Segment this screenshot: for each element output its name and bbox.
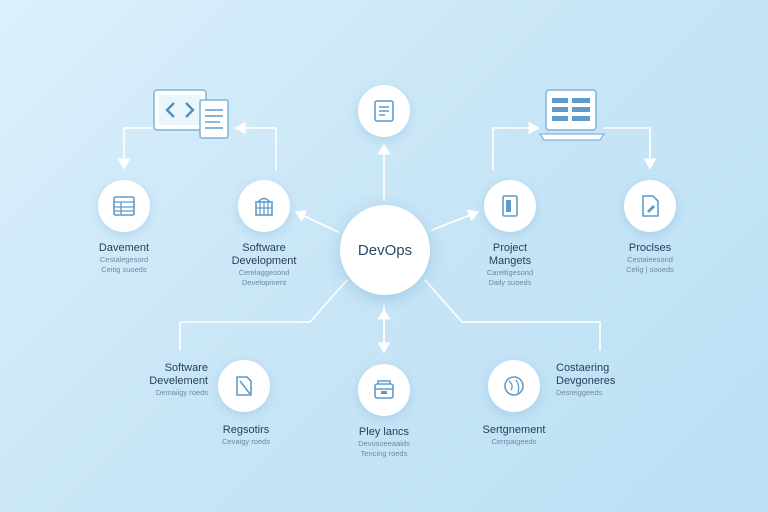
connector-hub-n4: [431, 209, 480, 231]
node-software-develement[interactable]: [218, 360, 270, 412]
label-costaering: Costaering Devgoneres Desreiggeeds: [556, 362, 616, 397]
node-software-development[interactable]: [238, 180, 290, 232]
node-project-mangets[interactable]: [484, 180, 536, 232]
laptop-list-icon: [538, 89, 606, 141]
label-project-mangets: Project Mangets Careltigesond Daily suoe…: [486, 242, 534, 287]
devops-hub[interactable]: DevOps: [340, 205, 430, 295]
spreadsheet-icon: [113, 196, 135, 216]
node-davement[interactable]: [98, 180, 150, 232]
label-software-develement: Software Develement Demaiigy roeds: [149, 362, 208, 397]
connector-n4-device2: [492, 121, 540, 171]
connector-hub-n2: [294, 210, 339, 233]
node-proclses[interactable]: [624, 180, 676, 232]
label-davement: Davement Cestalegesord Ceitig suoeds: [98, 242, 150, 274]
pen-document-icon: [236, 376, 252, 396]
laptop-list-device: [538, 88, 606, 144]
node-pley-lancs[interactable]: [358, 364, 410, 416]
label-software-development: Software Development Cerelaggesond Devel…: [231, 242, 297, 287]
connector-hub-n6: [179, 279, 348, 351]
hub-label: DevOps: [357, 241, 413, 259]
node-sertgnement[interactable]: [488, 360, 540, 412]
building-icon: [255, 197, 273, 216]
connector-hub-n9: [424, 279, 601, 351]
globe-icon: [504, 376, 524, 396]
clipboard-icon: [502, 195, 518, 217]
connector-device2-n5: [603, 127, 657, 170]
node-document[interactable]: [358, 85, 410, 137]
document-icon: [374, 100, 394, 122]
label-proclses: Proclses Cestaieesond Cefig | sooeds: [626, 242, 674, 274]
file-edit-icon: [642, 195, 659, 217]
label-pley-lancs: Pley lancs Devosoeeaaids Tencing roeds: [358, 426, 410, 458]
code-monitor-device: [152, 88, 232, 144]
code-monitor-icon: [153, 89, 229, 139]
connector-n2-device1: [234, 121, 277, 171]
connector-device1-n1: [117, 127, 159, 170]
label-regsotirs: Regsotirs Cevaigy roeds: [222, 424, 270, 446]
storage-box-icon: [374, 380, 394, 399]
label-sertgnement: Sertgnement Cerrpaigeeds: [482, 424, 546, 446]
